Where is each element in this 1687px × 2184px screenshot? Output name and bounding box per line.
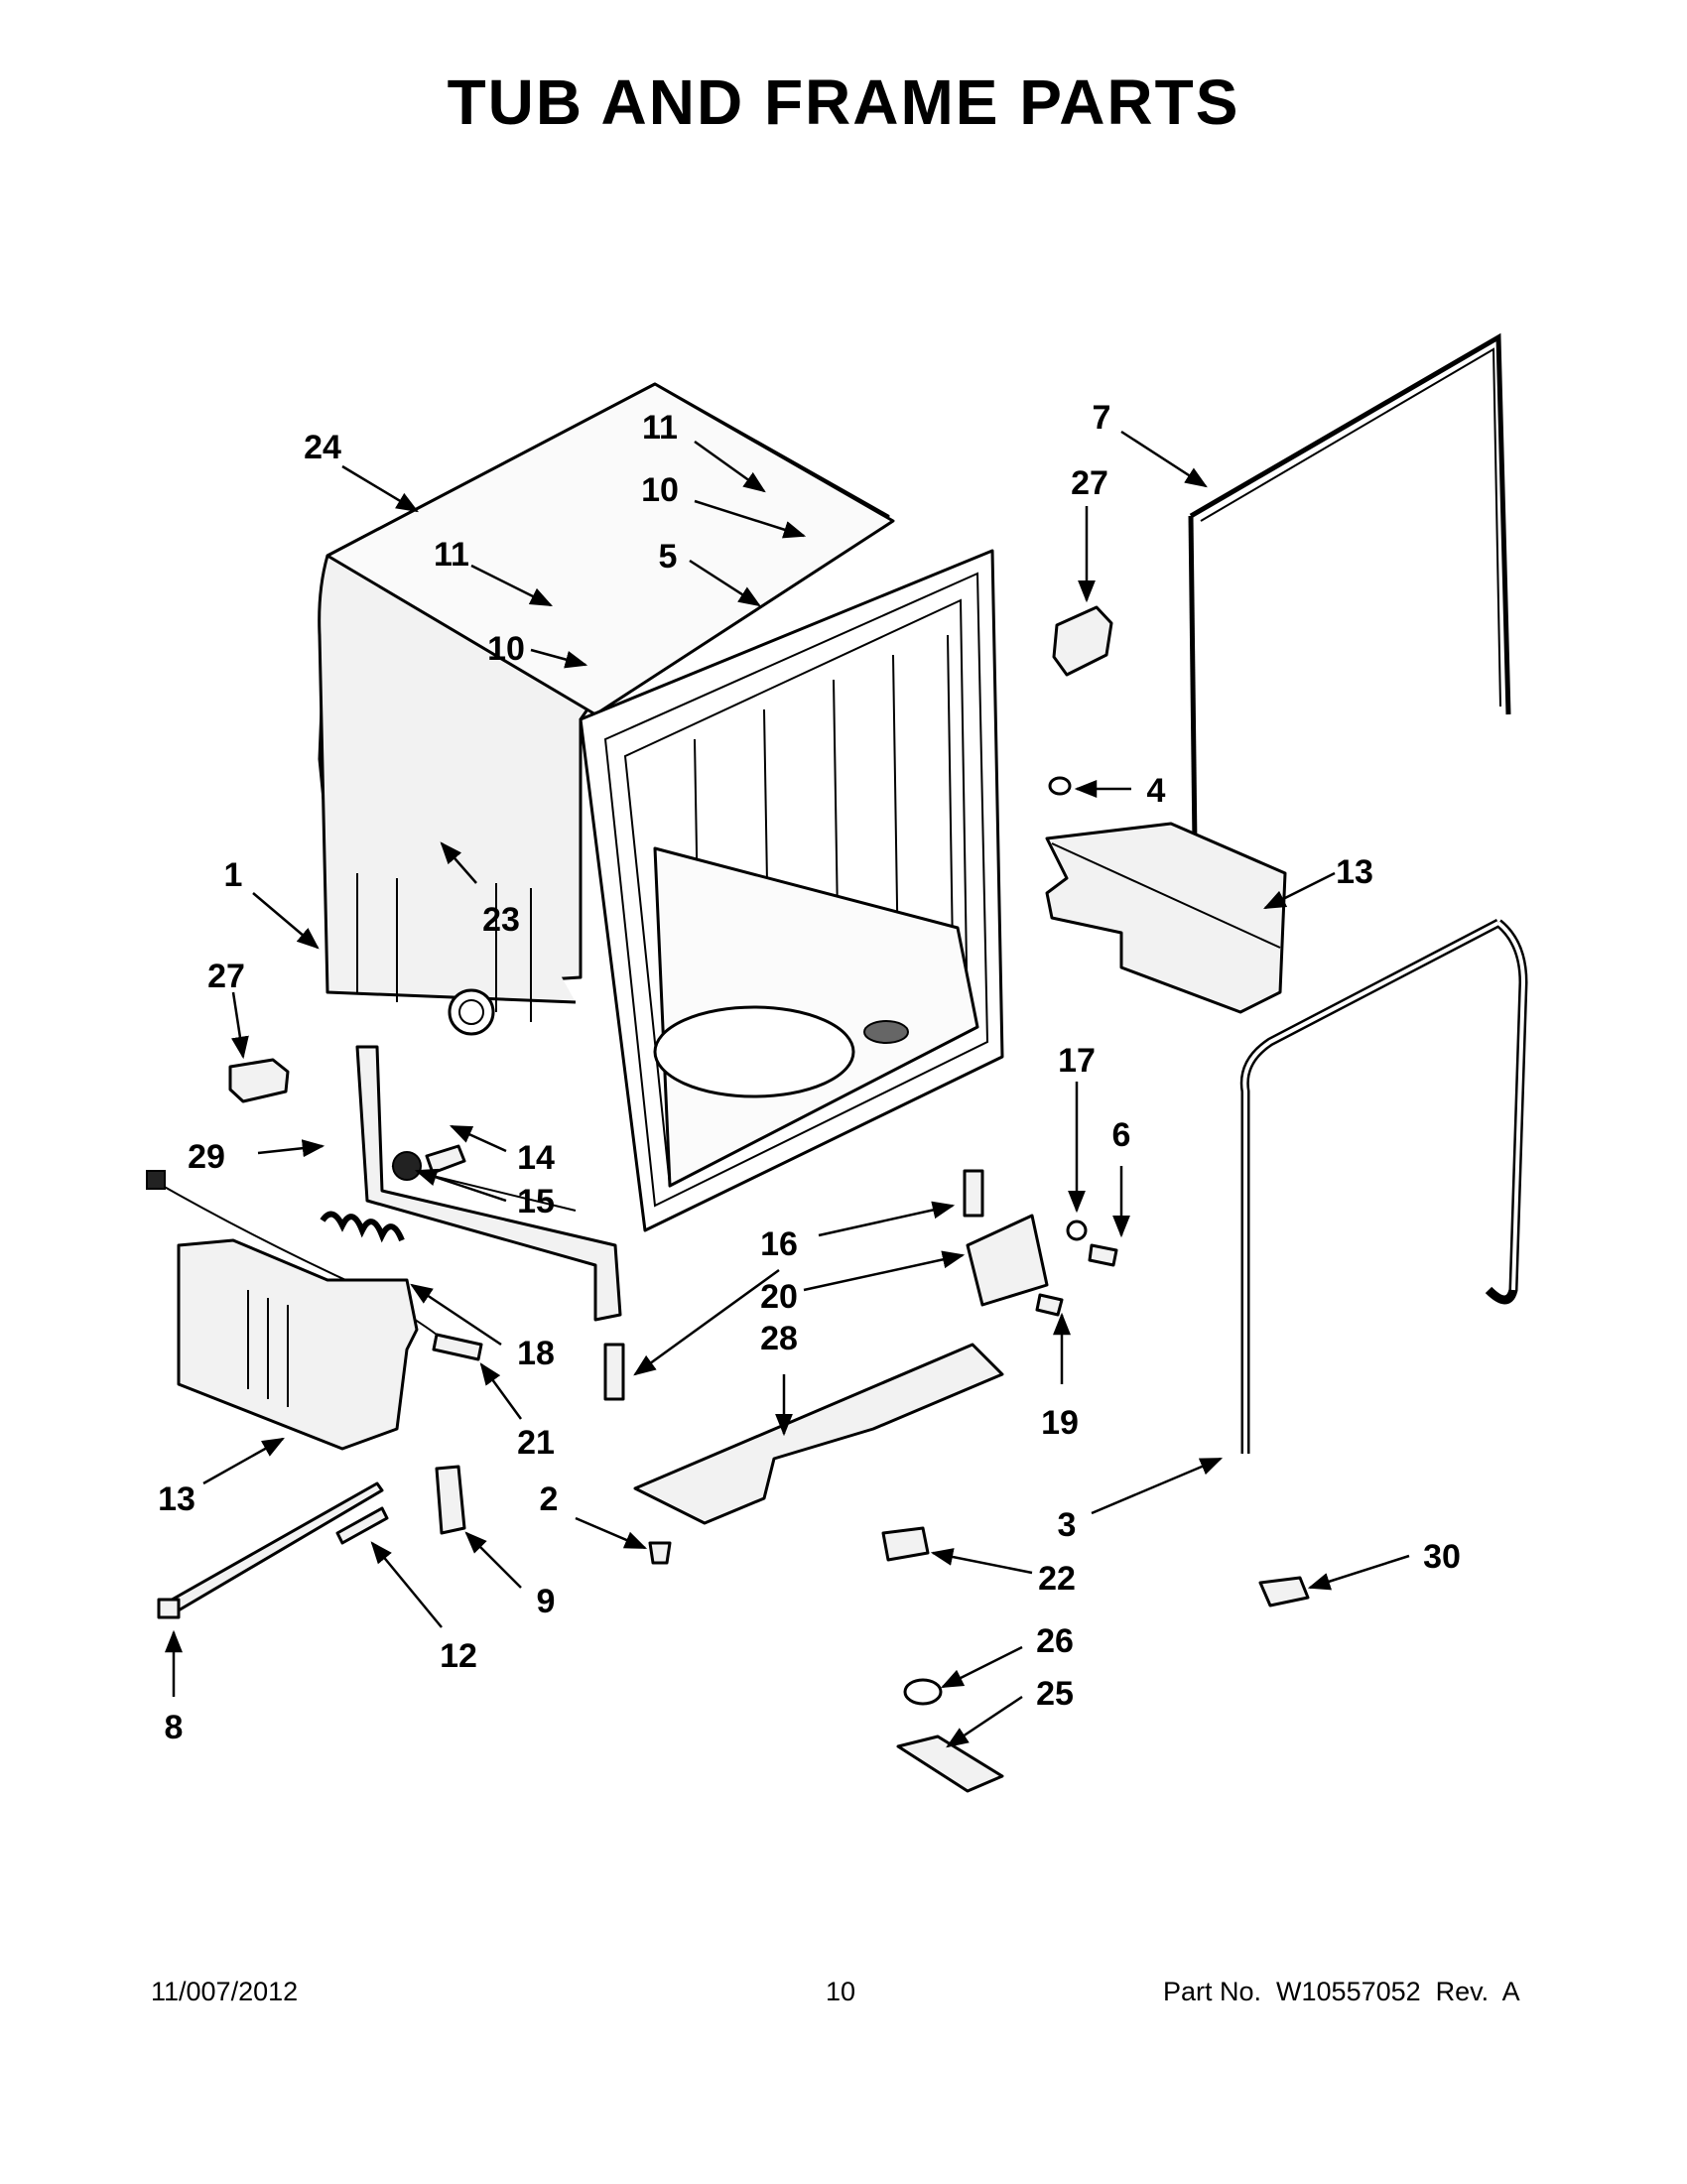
callout-4: 4 bbox=[1147, 772, 1166, 810]
callout-29: 29 bbox=[188, 1138, 225, 1176]
callout-9: 9 bbox=[537, 1583, 556, 1620]
part-3-base-seal bbox=[1239, 919, 1528, 1454]
callout-20: 20 bbox=[760, 1278, 798, 1316]
callout-5: 5 bbox=[659, 538, 678, 576]
callout-11-side: 11 bbox=[434, 536, 469, 574]
callout-30: 30 bbox=[1423, 1538, 1461, 1576]
callout-12: 12 bbox=[440, 1637, 477, 1675]
footer-part-number: Part No. W10557052 Rev. A bbox=[1163, 1977, 1520, 2006]
callout-13-left: 13 bbox=[158, 1480, 195, 1518]
callout-28: 28 bbox=[760, 1320, 798, 1357]
callout-3: 3 bbox=[1058, 1506, 1077, 1544]
callout-23: 23 bbox=[482, 901, 520, 939]
callout-10-top: 10 bbox=[641, 471, 679, 509]
callout-16: 16 bbox=[760, 1225, 798, 1263]
leader-lines bbox=[165, 430, 1410, 1748]
callout-19: 19 bbox=[1041, 1404, 1079, 1442]
footer-date: 11/007/2012 bbox=[151, 1977, 299, 2006]
callout-21: 21 bbox=[517, 1424, 555, 1462]
part-4-plug bbox=[1048, 776, 1072, 796]
part-20-bracket bbox=[966, 1214, 1049, 1307]
callout-2: 2 bbox=[540, 1480, 559, 1518]
callout-13-right: 13 bbox=[1336, 853, 1373, 891]
callout-26: 26 bbox=[1036, 1622, 1074, 1660]
callout-14: 14 bbox=[517, 1139, 555, 1177]
door-gasket bbox=[1188, 332, 1511, 929]
part-28-plate bbox=[633, 1343, 1004, 1525]
callout-labels: 24 11 10 5 11 10 7 27 4 13 1 23 27 29 14… bbox=[158, 399, 1461, 1746]
callout-18: 18 bbox=[517, 1335, 555, 1372]
part-13-left-panel bbox=[177, 1238, 419, 1451]
callout-15: 15 bbox=[517, 1183, 555, 1220]
callout-24: 24 bbox=[304, 429, 341, 466]
callout-10-side: 10 bbox=[487, 630, 525, 668]
callout-27-left: 27 bbox=[207, 958, 245, 995]
callout-6: 6 bbox=[1112, 1116, 1131, 1154]
footer-page-number: 10 bbox=[826, 1977, 856, 2006]
tub-assembly bbox=[318, 382, 1004, 1322]
callout-25: 25 bbox=[1036, 1675, 1074, 1713]
part-18-spring bbox=[320, 1211, 405, 1243]
callout-27-top: 27 bbox=[1071, 464, 1108, 502]
part-27-top bbox=[1052, 605, 1113, 677]
part-8-cable-tie bbox=[165, 1481, 384, 1616]
callout-7: 7 bbox=[1093, 399, 1111, 437]
page-title: TUB AND FRAME PARTS bbox=[447, 66, 1240, 138]
part-13-right-panel bbox=[1045, 822, 1287, 1014]
part-27-left bbox=[228, 1058, 290, 1103]
callout-22: 22 bbox=[1038, 1560, 1076, 1598]
callout-8: 8 bbox=[165, 1709, 184, 1746]
callout-1: 1 bbox=[224, 856, 243, 894]
callout-17: 17 bbox=[1058, 1042, 1096, 1080]
callout-11-top: 11 bbox=[642, 409, 678, 447]
